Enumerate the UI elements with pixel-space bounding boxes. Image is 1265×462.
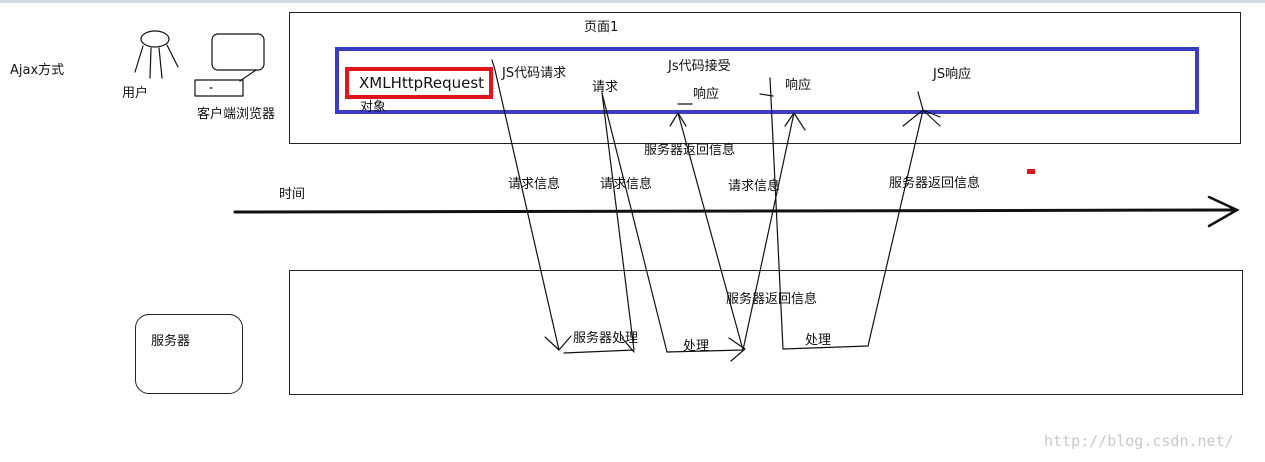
window-top-border (0, 0, 1265, 3)
watermark: http://blog.csdn.net/ (1044, 432, 1234, 450)
xhr-label: XMLHttpRequest (359, 74, 485, 92)
server-node (135, 314, 243, 394)
server-return-label-top: 服务器返回信息 (644, 143, 736, 158)
js-response-label: JS响应 (933, 67, 972, 82)
user-icon (134, 30, 179, 79)
process-line-1 (563, 92, 635, 354)
request-label: 请求 (592, 80, 619, 95)
js-request-label: JS代码请求 (502, 66, 567, 81)
request-line-1 (491, 59, 560, 351)
server-process-label: 服务器处理 (573, 331, 639, 346)
process-line-2 (666, 112, 744, 353)
xhr-highlight-frame (345, 67, 493, 99)
response-line-2 (742, 112, 795, 351)
browser-label: 客户端浏览器 (197, 107, 276, 122)
red-marker (1027, 169, 1035, 174)
js-response-link (917, 91, 941, 118)
request-info-label-1: 请求信息 (508, 177, 561, 192)
server-label: 服务器 (151, 334, 191, 349)
arrowhead-process-1 (621, 337, 635, 353)
server-return-label-mid: 服务器返回信息 (889, 176, 981, 191)
ajax-mode-label: Ajax方式 (10, 63, 65, 78)
arrowhead-server-2 (728, 337, 746, 362)
timeline-arrowhead (1207, 195, 1240, 228)
page-title: 页面1 (584, 20, 619, 35)
xhr-object-label: 对象 (360, 100, 387, 115)
response-tick-2 (759, 93, 774, 97)
request-line-3 (769, 77, 924, 350)
request-info-label-3: 请求信息 (728, 179, 781, 194)
page-frame (289, 12, 1241, 144)
time-label: 时间 (279, 187, 306, 202)
user-label: 用户 (122, 86, 149, 101)
arrowhead-js-response (902, 109, 941, 127)
computer-icon (194, 33, 265, 97)
js-receive-label: Js代码接受 (668, 59, 731, 74)
server-frame (289, 270, 1243, 395)
arrowhead-server-1 (544, 335, 572, 351)
process-label-1: 处理 (683, 339, 710, 354)
response-label-1: 响应 (693, 87, 720, 102)
server-return-label-bottom: 服务器返回信息 (726, 292, 818, 307)
js-layer-frame (335, 47, 1199, 114)
arrowhead-response-1 (669, 112, 687, 127)
arrowhead-response-2 (784, 112, 806, 131)
process-label-2: 处理 (805, 333, 832, 348)
timeline-axis (233, 208, 1238, 214)
request-line-2 (601, 92, 668, 353)
response-label-2: 响应 (785, 78, 812, 93)
